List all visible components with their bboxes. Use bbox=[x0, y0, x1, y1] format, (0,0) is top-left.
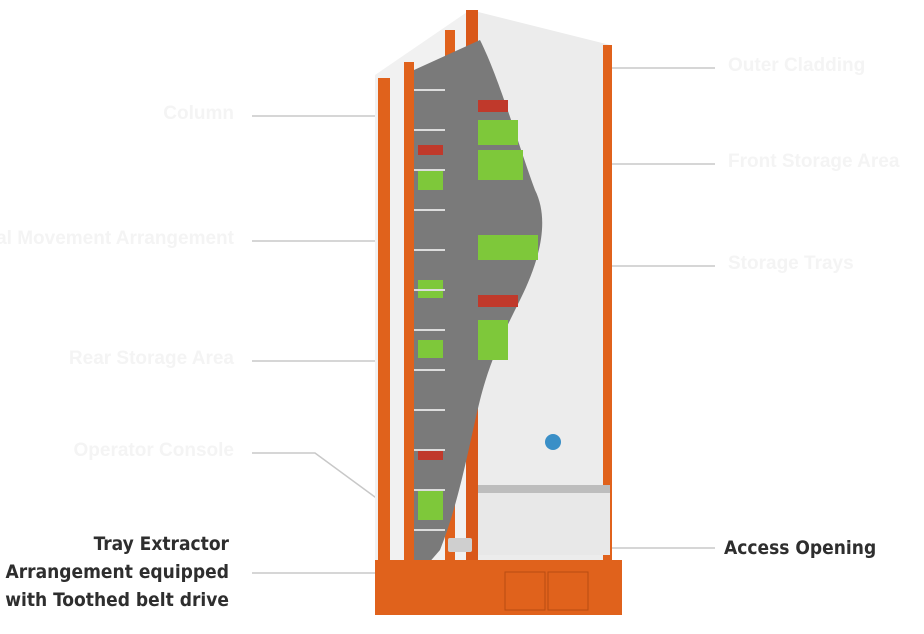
operator-console bbox=[448, 538, 472, 552]
tray-extractor-line3: with Toothed belt drive bbox=[5, 589, 229, 611]
logo-badge bbox=[545, 434, 561, 450]
label-outer-cladding: Outer Cladding bbox=[728, 55, 866, 76]
tray-extractor-line1: Tray Extractor bbox=[93, 533, 229, 555]
label-vertical-movement: Vertical Movement Arrangement bbox=[0, 228, 234, 249]
label-tray-extractor: Tray Extractor Arrangement equipped with… bbox=[5, 530, 229, 614]
label-operator-console: Operator Console bbox=[73, 440, 234, 461]
storage-trays bbox=[418, 120, 538, 520]
label-column: Column bbox=[163, 103, 234, 124]
tower bbox=[375, 10, 622, 615]
label-front-storage: Front Storage Area bbox=[728, 151, 900, 172]
label-access-opening: Access Opening bbox=[724, 537, 877, 559]
tray-extractor-line2: Arrangement equipped bbox=[5, 561, 229, 583]
label-storage-trays: Storage Trays bbox=[728, 253, 854, 274]
label-rear-storage: Rear Storage Area bbox=[68, 348, 234, 369]
